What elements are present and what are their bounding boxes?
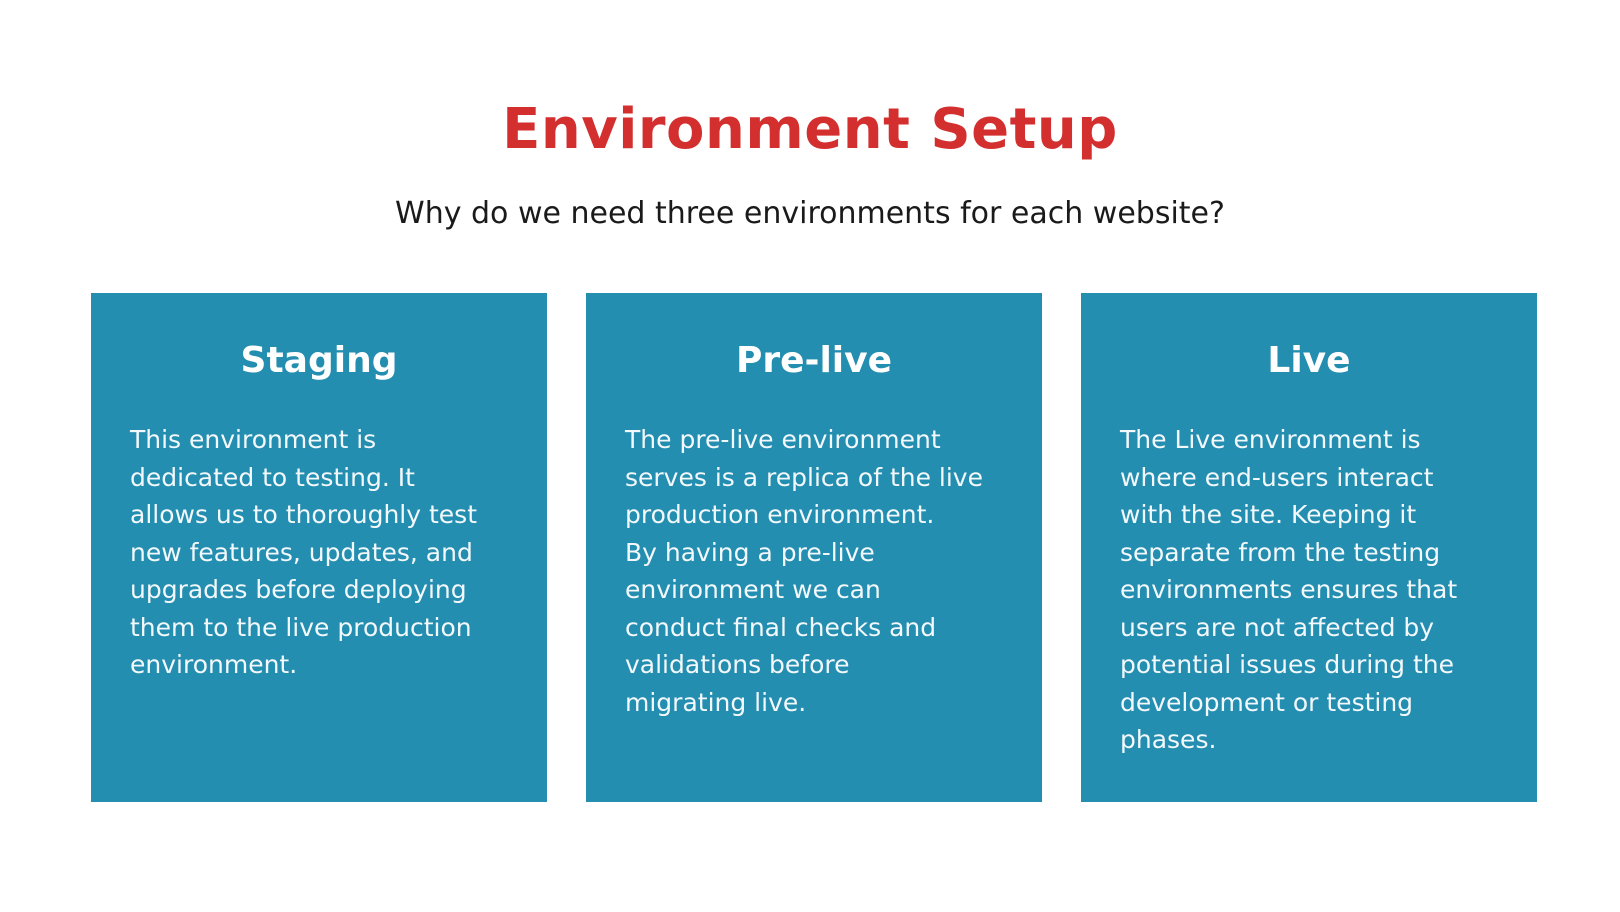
card-title: Pre-live bbox=[735, 340, 893, 381]
card-body: The pre-live environment serves is a rep… bbox=[625, 425, 983, 717]
card-title: Staging bbox=[240, 340, 398, 381]
slide-title: Environment Setup bbox=[502, 97, 1118, 162]
card-body: This environment is dedicated to testing… bbox=[130, 425, 478, 679]
card-title: Live bbox=[1267, 340, 1351, 381]
card-staging: Staging This environment is dedicated to… bbox=[91, 293, 547, 802]
card-pre-live: Pre-live The pre-live environment serves… bbox=[586, 293, 1042, 802]
card-live: Live The Live environment is where end-u… bbox=[1081, 293, 1537, 802]
card-body: The Live environment is where end-users … bbox=[1120, 425, 1458, 754]
slide-subtitle: Why do we need three environments for ea… bbox=[395, 196, 1225, 231]
